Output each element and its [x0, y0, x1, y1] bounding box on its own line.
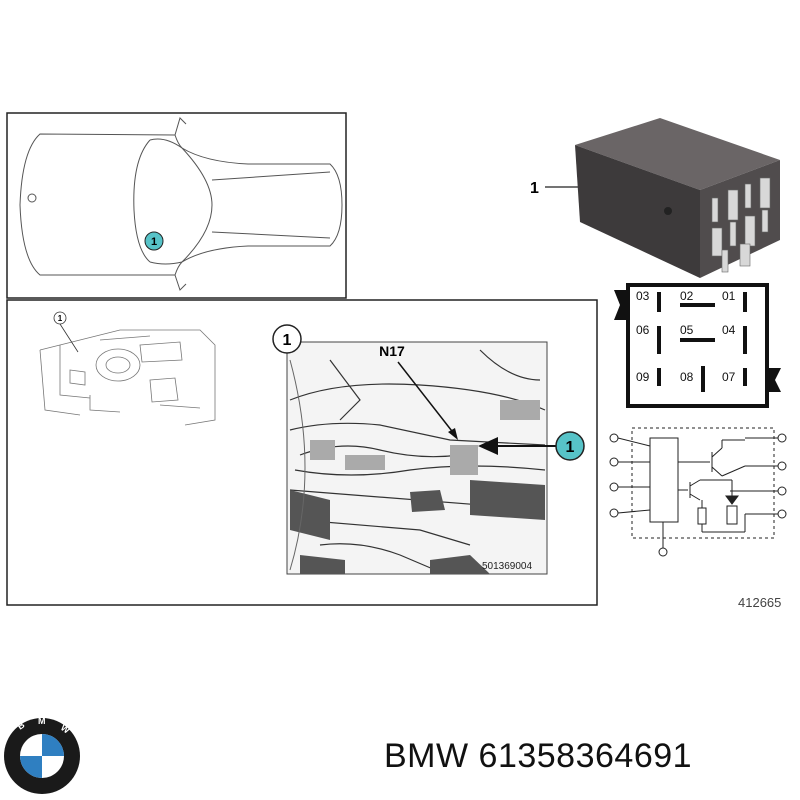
relay-schematic: [609, 427, 787, 557]
pinout-latch-right: [767, 368, 781, 392]
n17-arrowhead: [448, 428, 458, 440]
pin-label-05: 05: [680, 323, 694, 337]
dash-callout-number: 1: [58, 314, 63, 323]
relay-top-face: [575, 118, 780, 190]
car-callout-number: 1: [151, 236, 157, 248]
schematic-control-block: [649, 437, 679, 523]
pin-label-02: 02: [680, 289, 694, 303]
schematic-input-terminals: [609, 433, 651, 518]
connector-arrowhead: [478, 437, 498, 455]
part-number: 61358364691: [478, 737, 693, 775]
schematic-transistor-bottom: [678, 479, 746, 533]
figure-reference-code: 412665: [738, 595, 782, 610]
n17-leader-line: [397, 361, 456, 436]
car-panel-frame: [6, 112, 347, 299]
bmw-logo-blue-q3: [20, 756, 42, 778]
photo-reference-code: 501369004: [482, 561, 533, 572]
pinout-diagram: 03 02 01 06 05 04 09 08 07: [614, 283, 781, 408]
pin-label-06: 06: [636, 323, 650, 337]
pin-label-08: 08: [680, 370, 694, 384]
relay-render: 1: [530, 118, 780, 278]
schematic-output-terminals: [730, 433, 787, 519]
schematic-ground-terminal: [658, 547, 668, 557]
schematic-transistor-top: [678, 439, 746, 477]
pin-blades: [657, 292, 747, 392]
detail-photo: [286, 341, 548, 575]
pin-label-03: 03: [636, 289, 650, 303]
bmw-logo: B M W: [4, 716, 80, 794]
car-callout-circle: [144, 231, 164, 251]
pin-label-09: 09: [636, 370, 650, 384]
detail-badge-circle: [272, 324, 302, 354]
bmw-logo-letter-m: M: [38, 716, 46, 726]
item-number-label: 1: [530, 180, 539, 197]
relay-pins: [711, 177, 771, 273]
car-outline: [19, 117, 343, 291]
component-label-n17: N17: [379, 343, 405, 359]
bmw-logo-letter-b: B: [15, 719, 26, 731]
car-topview-panel: 1: [6, 112, 347, 299]
relay-front-face: [575, 145, 700, 278]
pin-label-04: 04: [722, 323, 736, 337]
connector-callout-number: 1: [566, 439, 575, 456]
dashboard-sketch: [39, 329, 216, 426]
bmw-logo-blue-q1: [42, 734, 64, 756]
pin-label-01: 01: [722, 289, 736, 303]
detail-badge-number: 1: [283, 332, 292, 349]
dash-callout-leader: [59, 323, 79, 353]
pin-label-07: 07: [722, 370, 736, 384]
brand-name: BMW: [384, 737, 469, 775]
connector-callout-circle: [555, 431, 585, 461]
part-number-caption: BMW 61358364691: [384, 737, 692, 776]
relay-mount-hole: [664, 207, 672, 215]
pinout-latch-left: [614, 290, 628, 320]
interior-panel: 1: [6, 299, 598, 606]
